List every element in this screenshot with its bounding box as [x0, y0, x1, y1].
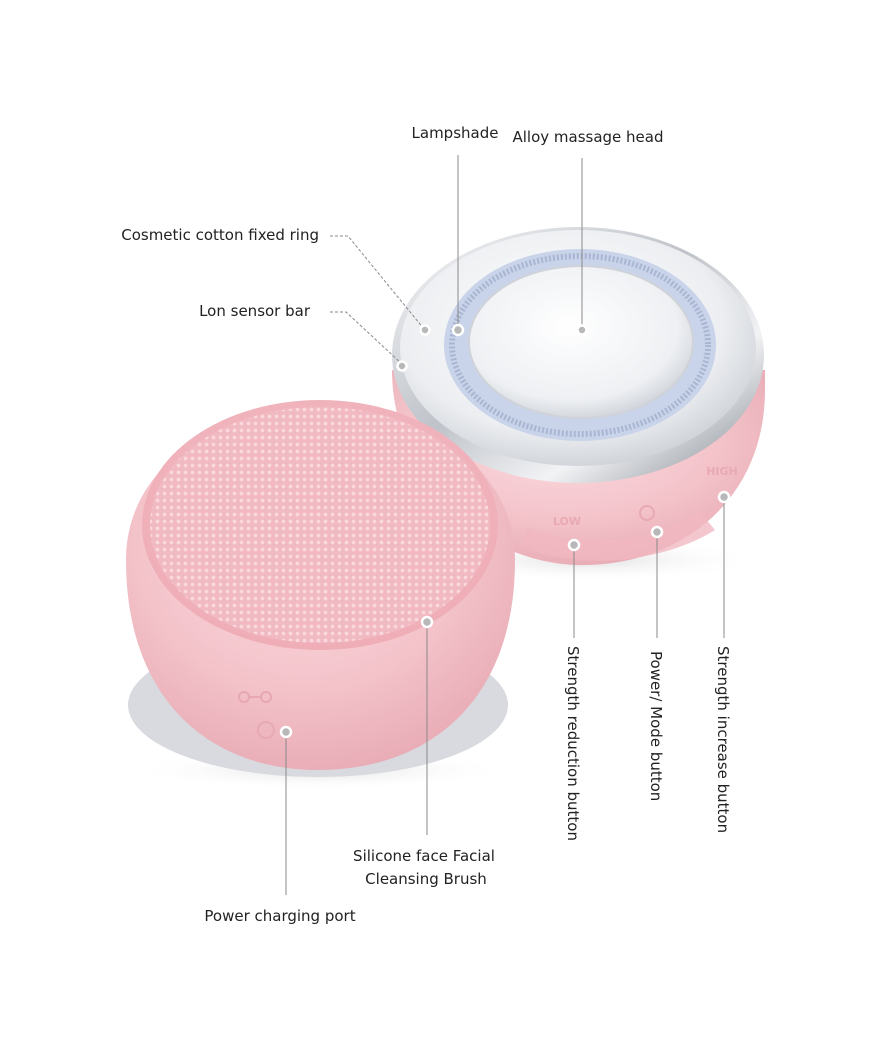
- labels: Lampshade Alloy massage head Cosmetic co…: [121, 124, 732, 925]
- lampshade-ring-inner: [449, 253, 711, 437]
- cotton-ring-dot: [419, 324, 431, 336]
- callout-dots: [279, 323, 731, 739]
- label-cotton-ring: Cosmetic cotton fixed ring: [121, 226, 319, 244]
- label-brush-line1: Silicone face Facial: [353, 847, 495, 865]
- device-back-bristle-fringe: [520, 512, 715, 561]
- power-mode-dot: [650, 525, 664, 539]
- label-sensor-bar: Lon sensor bar: [199, 302, 311, 320]
- label-charging-port: Power charging port: [204, 907, 355, 925]
- label-alloy-head: Alloy massage head: [512, 128, 663, 146]
- device-silicone-brush: [126, 400, 515, 790]
- charging-port-dot: [279, 725, 293, 739]
- sensor-bar-dot: [396, 360, 408, 372]
- bristle-texture: [150, 407, 490, 643]
- brush-dot: [420, 615, 434, 629]
- alloy-head: [468, 265, 694, 419]
- strength-increase-dot: [717, 490, 731, 504]
- charging-icon: [238, 691, 275, 739]
- alloy-head-dot: [576, 324, 588, 336]
- strength-reduction-dot: [567, 538, 581, 552]
- label-strength-reduction: Strength reduction button: [564, 646, 582, 841]
- cotton-ring-leader: [330, 235, 425, 330]
- label-power-mode: Power/ Mode button: [647, 651, 665, 801]
- sensor-bar-leader: [330, 311, 403, 365]
- label-lampshade: Lampshade: [412, 124, 499, 142]
- leader-lines: [285, 155, 725, 895]
- power-icon: [639, 505, 655, 521]
- label-strength-increase: Strength increase button: [714, 646, 732, 833]
- lampshade-dot: [451, 323, 465, 337]
- device-chrome-head: LOW HIGH: [392, 227, 765, 582]
- device-high-text: HIGH: [706, 465, 738, 478]
- label-brush-line2: Cleansing Brush: [365, 870, 487, 888]
- device-low-text: LOW: [553, 515, 581, 528]
